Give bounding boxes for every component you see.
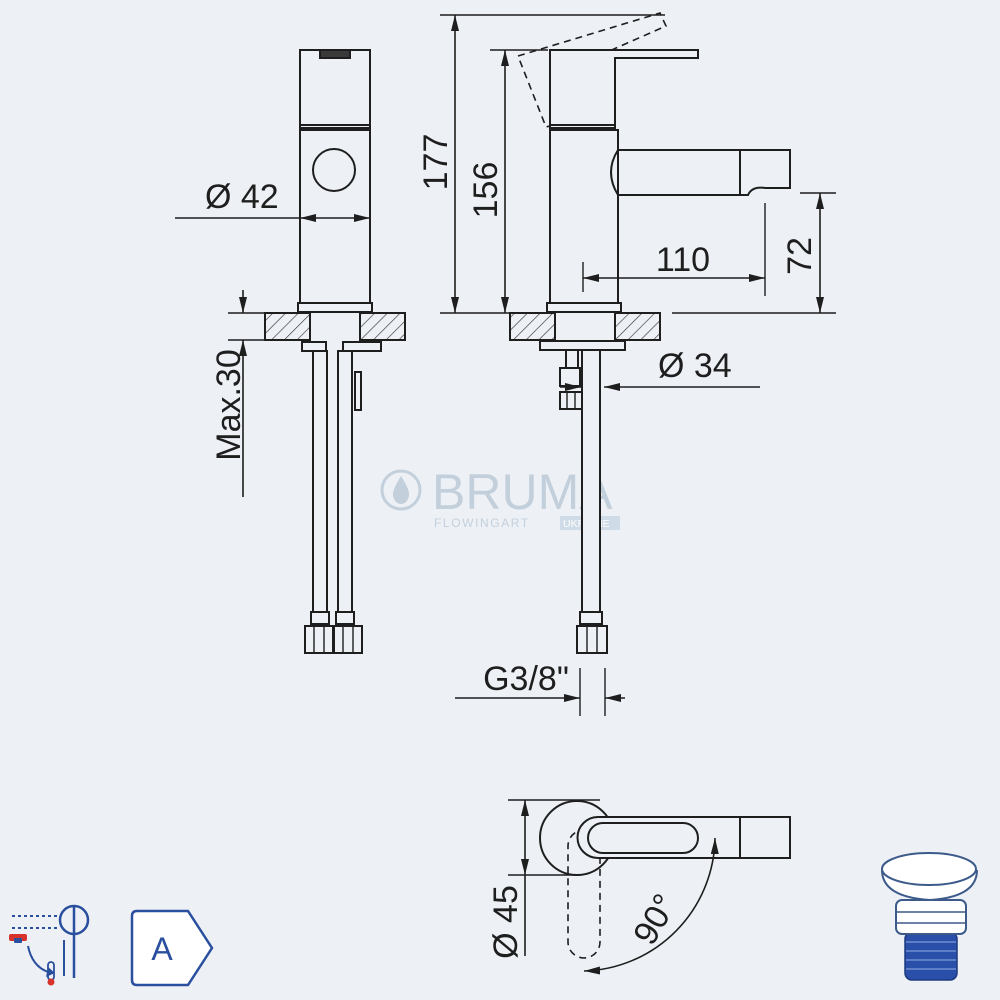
single-lever-mixer-icon bbox=[9, 904, 90, 986]
deck-section-left-side bbox=[509, 312, 556, 341]
water-drop-icon bbox=[380, 469, 422, 511]
fixing-nut-right bbox=[342, 341, 382, 352]
spout bbox=[617, 149, 791, 196]
deck-section-right bbox=[359, 312, 406, 341]
connection-thread-label: G3/8" bbox=[483, 660, 569, 698]
mixer-icon-cold-marker bbox=[14, 938, 22, 943]
base-ring bbox=[297, 302, 373, 313]
energy-class-badge-shape bbox=[130, 909, 214, 987]
diameter-label: Ø 42 bbox=[205, 178, 279, 216]
mixer-body-side bbox=[549, 129, 619, 304]
spout-height-label: 156 bbox=[467, 162, 505, 219]
energy-class-badge-icon: A bbox=[130, 909, 214, 987]
front-view: Ø 42 Max.30 bbox=[175, 49, 406, 654]
handle-top-cap bbox=[319, 49, 351, 59]
supply-hose-right bbox=[337, 350, 353, 614]
fixing-nut-left bbox=[301, 341, 327, 352]
hose-nut-left bbox=[304, 625, 334, 654]
mixer-icon-flow-arrow bbox=[27, 945, 49, 973]
handle-rotated-outline bbox=[516, 12, 668, 128]
handle-block bbox=[299, 49, 371, 129]
mixer-icon-hot-marker bbox=[9, 934, 27, 941]
drain-thread bbox=[904, 931, 958, 981]
mounting-stud-side bbox=[565, 349, 579, 369]
hose-collar-side bbox=[579, 611, 603, 625]
mounting-stud bbox=[354, 371, 362, 411]
watermark-tagline: FLOWINGART bbox=[434, 516, 530, 530]
hose-collar-left bbox=[310, 611, 330, 625]
water-drop-inner-icon bbox=[392, 476, 410, 504]
spout-reach-label: 110 bbox=[656, 241, 710, 279]
base-diameter-label: Ø 45 bbox=[487, 885, 525, 959]
side-view: 177 156 110 72 Ø 34 G3/8" bbox=[417, 12, 836, 716]
supply-hose-side bbox=[581, 349, 601, 614]
fixing-nut-side bbox=[539, 340, 626, 351]
drain-body bbox=[895, 899, 967, 935]
stud-nut-lower bbox=[559, 391, 583, 410]
stud-nut-upper bbox=[559, 367, 581, 387]
hose-nut-side bbox=[576, 625, 608, 654]
hole-diameter-label: Ø 34 bbox=[658, 347, 732, 385]
thermometer-bulb bbox=[47, 978, 55, 986]
spout-clearance-label: 72 bbox=[781, 237, 819, 275]
overall-height-label: 177 bbox=[417, 134, 455, 191]
lever-rotation-arc bbox=[583, 837, 719, 975]
drain-cap-top bbox=[881, 852, 977, 886]
top-view: Ø 45 90° bbox=[487, 799, 791, 975]
spout-coupling bbox=[610, 149, 619, 196]
hose-nut-right bbox=[333, 625, 363, 654]
energy-class-label: A bbox=[151, 931, 173, 967]
base-ring-side bbox=[546, 302, 622, 313]
hose-collar-right bbox=[335, 611, 355, 625]
supply-hose-left bbox=[312, 350, 328, 614]
pop-up-drain-icon bbox=[881, 852, 978, 981]
cartridge-cap bbox=[312, 148, 356, 192]
handle-lever bbox=[549, 49, 699, 129]
deck-section-left bbox=[264, 312, 311, 341]
deck-section-right-side bbox=[614, 312, 661, 341]
deck-thickness-label: Max.30 bbox=[210, 349, 248, 461]
